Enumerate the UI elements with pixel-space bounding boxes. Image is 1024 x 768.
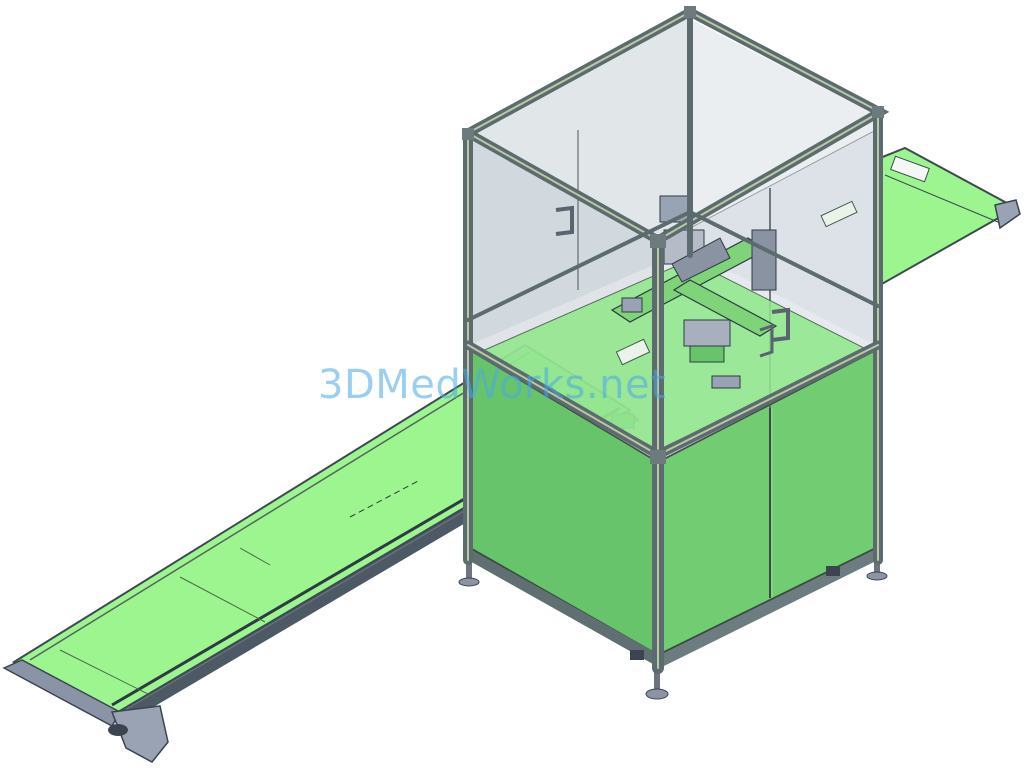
door-handle-right xyxy=(771,307,790,342)
door-handle-left xyxy=(555,205,574,236)
leveling-feet xyxy=(458,560,888,700)
glass-enclosure xyxy=(469,18,877,463)
conveyor-back-segment xyxy=(873,146,1021,287)
conveyor-end-bracket xyxy=(110,705,169,763)
cabinet-base xyxy=(458,348,888,700)
back-belt-label xyxy=(890,155,930,183)
conveyor-back-end-cap xyxy=(994,199,1021,230)
frame-corner-brackets xyxy=(462,6,884,464)
